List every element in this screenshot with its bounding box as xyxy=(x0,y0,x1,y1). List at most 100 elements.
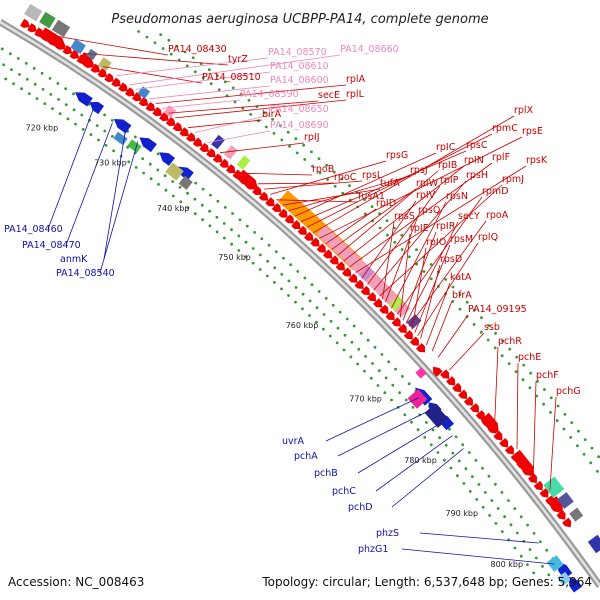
leader-line xyxy=(155,84,347,104)
gene-arrow xyxy=(97,68,108,78)
gene-arrow xyxy=(391,317,401,327)
gene-arrow xyxy=(159,152,175,166)
tick-dot xyxy=(208,209,212,213)
gene-label: tyrZ xyxy=(228,54,248,65)
gene-block xyxy=(97,57,112,72)
tick-dot xyxy=(0,47,4,51)
tick-dot xyxy=(349,355,353,359)
tick-dot xyxy=(175,44,179,48)
gene-arrow xyxy=(379,304,389,314)
leader-line xyxy=(276,199,359,203)
tick-dot xyxy=(317,290,321,293)
tick-dot xyxy=(348,184,351,188)
gene-arrow xyxy=(348,273,358,283)
tick-dot xyxy=(376,384,380,387)
gene-label: phzS xyxy=(376,528,399,539)
leader-line xyxy=(382,221,395,300)
leader-line xyxy=(319,136,523,239)
tick-dot xyxy=(296,270,300,273)
tick-dot xyxy=(149,177,153,181)
gene-arrow xyxy=(225,164,236,174)
tick-dot xyxy=(230,228,233,232)
tick-dot xyxy=(12,82,16,86)
gene-block xyxy=(113,131,128,146)
gene-label: rpoA xyxy=(486,210,509,221)
tick-dot xyxy=(288,144,291,148)
gene-block xyxy=(163,105,177,118)
tick-dot xyxy=(549,396,553,400)
tick-dot xyxy=(51,107,54,110)
gene-arrow xyxy=(562,517,572,528)
gene-arrow xyxy=(533,480,543,491)
tick-dot xyxy=(583,438,587,441)
leader-line xyxy=(437,314,469,358)
tick-dot xyxy=(279,124,282,128)
gene-arrow xyxy=(265,197,275,207)
tick-dot xyxy=(494,482,497,486)
tick-dot xyxy=(378,226,382,230)
tick-dot xyxy=(201,76,205,80)
tick-dot xyxy=(64,87,68,90)
gene-arrow xyxy=(322,249,333,259)
gene-arrow xyxy=(385,310,395,321)
tick-dot xyxy=(422,270,426,273)
tick-dot xyxy=(110,119,114,122)
gene-label: PA14_08570 xyxy=(268,47,327,58)
tick-dot xyxy=(532,532,536,535)
tick-dot xyxy=(301,292,305,296)
tick-dot xyxy=(171,180,175,183)
tick-dot xyxy=(398,391,401,394)
tick-dot xyxy=(20,87,23,91)
operon-block xyxy=(388,295,404,311)
gene-label: PA14_08650 xyxy=(270,104,329,115)
gene-label: pchF xyxy=(536,370,559,381)
gene-label: pchB xyxy=(314,468,338,479)
gene-arrow xyxy=(403,330,413,340)
tick-dot xyxy=(357,347,361,351)
gene-label: PA14_08690 xyxy=(270,120,329,131)
gene-arrow xyxy=(440,369,450,379)
gene-label: pchC xyxy=(332,486,356,497)
gene-label: rpsJ xyxy=(410,165,428,176)
leader-line xyxy=(533,380,537,470)
leader-line xyxy=(294,152,437,217)
gene-arrow xyxy=(258,191,269,201)
tick-dot xyxy=(454,435,458,439)
leader-line xyxy=(379,184,503,297)
tick-dot xyxy=(444,443,448,447)
tick-dot xyxy=(95,124,99,127)
gene-arrow xyxy=(539,488,549,498)
tick-dot xyxy=(481,505,485,509)
tick-dot xyxy=(475,498,479,501)
gene-label: rpsD xyxy=(440,254,462,265)
tick-dot xyxy=(429,277,433,281)
leader-line xyxy=(136,71,271,90)
gene-label: rpsC xyxy=(466,140,488,151)
gene-arrow xyxy=(165,116,176,127)
tick-dot xyxy=(237,249,241,252)
gene-label: rplA xyxy=(346,74,366,85)
tick-dot xyxy=(159,33,163,36)
tick-dot xyxy=(464,467,468,471)
tick-dot xyxy=(547,573,551,577)
gene-label: PA14_08610 xyxy=(270,61,329,72)
tick-dot xyxy=(451,285,455,289)
scale-label: 770 kbp xyxy=(349,395,382,404)
leader-line xyxy=(367,185,441,285)
tick-dot xyxy=(387,360,391,364)
gene-arrow xyxy=(77,52,95,66)
tick-dot xyxy=(186,206,190,210)
gene-label: rplQ xyxy=(478,232,498,243)
leader-line xyxy=(83,53,229,66)
gene-arrow xyxy=(291,220,301,230)
tick-dot xyxy=(244,255,248,259)
tick-dot xyxy=(294,286,298,289)
leader-line xyxy=(414,244,451,333)
gene-arrow xyxy=(206,148,216,158)
gene-label: pchA xyxy=(294,451,318,462)
tick-dot xyxy=(373,345,377,349)
tick-dot xyxy=(223,80,227,84)
tick-dot xyxy=(27,92,31,95)
leader-line xyxy=(194,114,271,133)
gene-label: rpsL xyxy=(362,170,383,181)
